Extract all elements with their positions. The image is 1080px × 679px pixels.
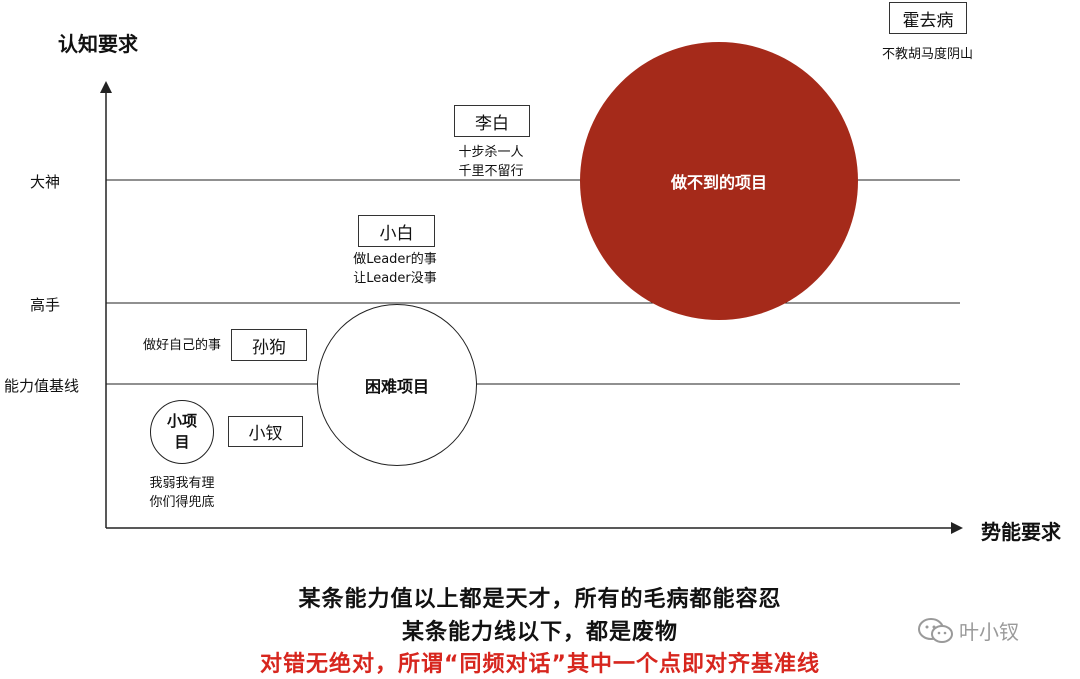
caption-line1: 某条能力值以上都是天才，所有的毛病都能容忍 [298, 587, 782, 612]
person-xiaobai: 小白 [358, 215, 435, 247]
note-libai: 十步杀一人 千里不留行 [431, 143, 551, 181]
small-project-label: 小项 目 [166, 412, 197, 451]
note-libai-line1: 十步杀一人 [458, 145, 524, 160]
note-sungou: 做好自己的事 [142, 338, 221, 353]
person-libai: 李白 [454, 105, 530, 137]
person-huoqubing: 霍去病 [889, 2, 967, 34]
caption-line3: 对错无绝对，所谓“同频对话”其中一个点即对齐基准线 [260, 652, 820, 677]
note-huoqubing: 不教胡马度阴山 [881, 47, 973, 62]
wechat-icon [918, 617, 953, 643]
hard-project-label: 困难项目 [364, 377, 429, 396]
note-xiaobai: 做Leader的事 让Leader没事 [335, 250, 455, 288]
watermark: 叶小钗 [917, 616, 1019, 645]
note-xiaobai-line2: 让Leader没事 [353, 271, 437, 286]
level-label-baseline: 能力值基线 [4, 377, 80, 395]
note-xiaobai-line1: 做Leader的事 [353, 252, 437, 267]
y-axis-title: 认知要求 [58, 32, 138, 56]
x-axis-title: 势能要求 [981, 520, 1061, 544]
caption-line2: 某条能力线以下，都是废物 [401, 620, 678, 645]
note-small-project-line2: 你们得兜底 [149, 495, 215, 510]
level-label-expert: 高手 [30, 296, 61, 314]
hard-project-circle: 困难项目 [317, 304, 477, 466]
impossible-project-label: 做不到的项目 [670, 173, 767, 192]
person-sungou: 孙狗 [231, 329, 307, 361]
watermark-text: 叶小钗 [959, 620, 1019, 644]
note-libai-line2: 千里不留行 [458, 164, 524, 179]
level-label-god: 大神 [30, 173, 61, 191]
impossible-project-circle: 做不到的项目 [580, 42, 858, 320]
note-small-project-line1: 我弱我有理 [149, 476, 215, 491]
small-project-circle: 小项 目 [150, 400, 214, 464]
person-xiaochai: 小钗 [228, 416, 303, 447]
note-small-project: 我弱我有理 你们得兜底 [128, 474, 236, 512]
